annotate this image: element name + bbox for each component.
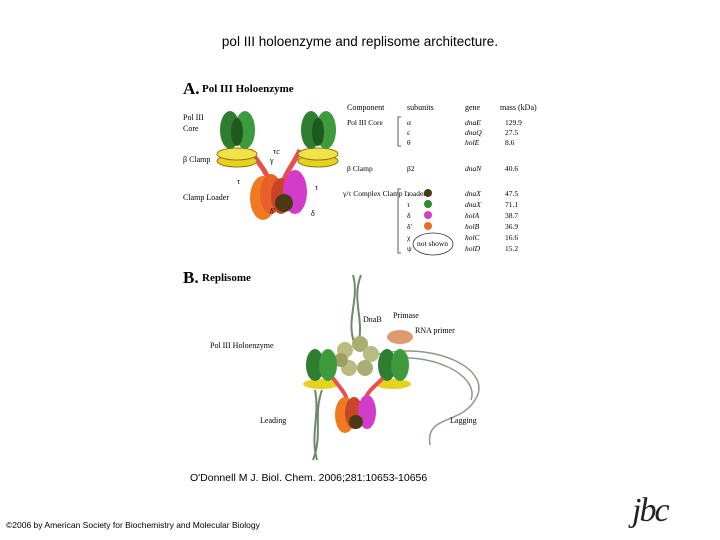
panel-a-letter: A. <box>183 79 200 98</box>
label-tau-left: τ <box>237 177 241 186</box>
label-clamp-loader: Clamp Loader <box>183 193 229 202</box>
svg-text:holC: holC <box>465 233 481 242</box>
label-rna-primer: RNA primer <box>415 326 455 335</box>
subunit-table: Component subunits gene mass (kDa) Pol I… <box>342 103 537 256</box>
svg-text:α: α <box>407 118 411 127</box>
svg-text:36.9: 36.9 <box>505 222 518 231</box>
label-primase: Primase <box>393 311 419 320</box>
svg-text:δ': δ' <box>407 222 413 231</box>
dnab-helicase <box>334 336 379 376</box>
not-shown-oval <box>412 232 454 256</box>
svg-text:15.2: 15.2 <box>505 244 518 253</box>
th-component: Component <box>347 103 385 112</box>
label-delta: δ <box>311 209 315 218</box>
label-delta-prime: δ' <box>270 207 276 216</box>
primase <box>387 330 413 344</box>
svg-text:δ: δ <box>407 211 411 220</box>
svg-text:38.7: 38.7 <box>505 211 518 220</box>
svg-text:τ: τ <box>407 200 410 209</box>
svg-text:dnaQ: dnaQ <box>465 128 482 137</box>
component-core: Pol III Core <box>347 118 383 127</box>
svg-text:8.6: 8.6 <box>505 138 515 147</box>
svg-text:holE: holE <box>465 138 480 147</box>
svg-text:ε: ε <box>407 128 410 137</box>
loader-chi <box>275 194 293 212</box>
label-tau-c: τc <box>273 147 280 156</box>
svg-text:dnaE: dnaE <box>465 118 481 127</box>
svg-text:dnaX: dnaX <box>465 200 481 209</box>
panel-a-title: Pol III Holoenzyme <box>202 83 294 95</box>
label-dnab: DnaB <box>363 315 382 324</box>
th-mass: mass (kDa) <box>500 103 537 112</box>
svg-text:holB: holB <box>465 222 480 231</box>
copyright: ©2006 by American Society for Biochemist… <box>6 520 260 530</box>
svg-text:71.1: 71.1 <box>505 200 518 209</box>
svg-text:27.5: 27.5 <box>505 128 518 137</box>
slide-title: pol III holoenzyme and replisome archite… <box>221 34 499 49</box>
svg-text:τ: τ <box>407 189 410 198</box>
figure: A. Pol III Holoenzyme Pol III Core β Cla… <box>175 70 545 465</box>
holoenzyme-illustration: τc γ τ τ δ' δ <box>216 111 339 220</box>
svg-text:dnaX: dnaX <box>465 189 481 198</box>
label-core: Core <box>183 124 199 133</box>
svg-text:ψ: ψ <box>407 244 412 253</box>
svg-text:129.9: 129.9 <box>505 118 522 127</box>
component-loader: γ/τ Complex Clamp Loader <box>342 189 426 198</box>
citation: O'Donnell M J. Biol. Chem. 2006;281:1065… <box>190 472 428 484</box>
label-holoenzyme: Pol III Holoenzyme <box>210 341 274 350</box>
svg-text:holD: holD <box>465 244 481 253</box>
label-gamma: γ <box>269 156 274 165</box>
svg-text:holA: holA <box>465 211 480 220</box>
svg-text:dnaN: dnaN <box>465 164 482 173</box>
panel-b-letter: B. <box>183 268 199 287</box>
jbc-logo: jbc <box>632 492 670 529</box>
label-pol3: Pol III <box>183 113 204 122</box>
th-subunits: subunits <box>407 103 434 112</box>
svg-text:β2: β2 <box>407 164 415 173</box>
figure-graphic: A. Pol III Holoenzyme Pol III Core β Cla… <box>183 79 537 461</box>
panel-b-title: Replisome <box>202 272 251 284</box>
label-lagging: Lagging <box>450 416 477 425</box>
label-leading: Leading <box>260 416 286 425</box>
svg-text:θ: θ <box>407 138 411 147</box>
not-shown-note: not shown <box>417 239 448 248</box>
svg-text:χ: χ <box>407 233 411 242</box>
svg-text:47.5: 47.5 <box>505 189 518 198</box>
label-beta-clamp: β Clamp <box>183 155 210 164</box>
th-gene: gene <box>465 103 481 112</box>
svg-text:16.6: 16.6 <box>505 233 518 242</box>
label-tau-right: τ <box>315 183 319 192</box>
svg-text:40.6: 40.6 <box>505 164 518 173</box>
replisome-illustration: DnaB Primase RNA primer Pol III Holoenzy… <box>210 274 480 461</box>
component-beta: β Clamp <box>347 164 373 173</box>
